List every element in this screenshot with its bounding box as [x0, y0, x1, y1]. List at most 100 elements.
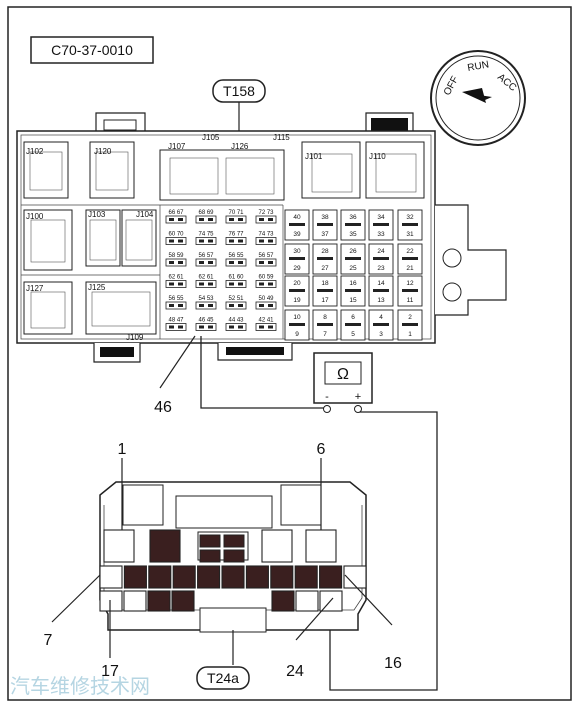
fuse-blade	[238, 304, 243, 307]
fuse-blade	[208, 239, 213, 243]
fuse-bar	[402, 257, 418, 260]
fuse-number: 9	[295, 331, 299, 338]
fuse-pair	[195, 280, 217, 288]
fuse-bar	[289, 289, 305, 292]
pin-callout-16: 16	[384, 655, 402, 672]
connector-pin	[123, 590, 147, 612]
pin-callout-7: 7	[44, 632, 53, 649]
ignition-switch-icon	[430, 50, 526, 146]
fuse-pair-label: 68 69	[198, 210, 214, 216]
fuse-pair-label: 54 53	[198, 296, 214, 302]
fuse-number: 11	[407, 297, 414, 304]
fuse-bar	[402, 323, 418, 326]
relay-j127	[23, 281, 73, 335]
relay-label-j109: J109	[126, 333, 144, 342]
fuse-blade	[169, 325, 174, 329]
fuse-pair	[165, 258, 187, 267]
fuse-pair-label: 61 60	[228, 275, 244, 281]
outer-frame	[7, 6, 572, 701]
fuse-blade	[178, 325, 183, 329]
fuse-number: 2	[408, 314, 412, 321]
connector-pin	[147, 590, 171, 612]
connector-pin	[343, 565, 367, 589]
fuse-pair-label: 74 73	[258, 232, 274, 238]
fuse-pair-label: 52 51	[228, 296, 244, 302]
fuse-blade	[259, 261, 264, 264]
figure-code-box	[30, 36, 154, 64]
fuse-pair-label: 72 73	[258, 210, 274, 216]
fuse-blade	[268, 282, 273, 286]
fuse-pair	[195, 323, 217, 331]
connector-pin	[223, 534, 245, 548]
relay-j110	[365, 141, 425, 199]
connector-pin	[103, 529, 135, 563]
fuse-number: 40	[293, 214, 301, 221]
fuse-blade	[259, 325, 264, 329]
fuse-number: 15	[349, 297, 357, 304]
fuse-number: 4	[379, 314, 383, 321]
fuse-number: 37	[321, 231, 329, 238]
fuse-bar	[289, 223, 305, 226]
fuse-blade	[238, 282, 243, 286]
fuse-blade	[268, 239, 273, 243]
connector-pin	[221, 565, 245, 589]
fuse-pair	[225, 258, 247, 267]
fuse-blade	[199, 325, 204, 329]
fuse-blade	[169, 239, 174, 243]
fuse-number: 14	[377, 280, 385, 287]
fuse-blade	[229, 261, 234, 264]
fuse-number: 16	[349, 280, 357, 287]
relay-label-j115: J115	[273, 133, 290, 142]
fuse-blade	[268, 325, 273, 329]
fuse-pair	[225, 323, 247, 331]
fuse-pin-label: 46	[154, 399, 172, 416]
fuse-number: 5	[351, 331, 355, 338]
fuse-number: 29	[293, 265, 301, 272]
connector-pin	[245, 565, 269, 589]
fuse-bar	[373, 223, 389, 226]
fuse-blade	[208, 218, 213, 221]
fuse-bar	[373, 289, 389, 292]
relay-j125	[85, 281, 157, 335]
fuse-blade	[199, 261, 204, 264]
fuse-pair-label: 74 75	[198, 232, 214, 238]
fuse-blade	[178, 218, 183, 221]
fuse-number: 28	[321, 248, 329, 255]
fuse-pair	[165, 215, 187, 224]
fuse-number: 17	[321, 297, 329, 304]
relay-j101	[301, 141, 361, 199]
relay-label-j103: J103	[88, 210, 106, 219]
connector-pin	[199, 534, 221, 548]
fuse-bar	[373, 323, 389, 326]
connector-pin	[319, 565, 343, 589]
connector-label-box	[196, 666, 250, 690]
fuse-blade	[238, 218, 243, 221]
fuse-blade	[178, 261, 183, 264]
fuse-blade	[229, 325, 234, 329]
fuse-number: 36	[349, 214, 357, 221]
connector-pin	[197, 565, 221, 589]
relay-label-j120: J120	[94, 147, 112, 156]
fuse-pair-label: 76 77	[228, 232, 244, 238]
relay-j104	[121, 209, 157, 267]
fuse-number: 25	[349, 265, 357, 272]
fuse-pair	[165, 301, 187, 310]
fuse-blade	[208, 325, 213, 329]
relay-label-j101: J101	[305, 152, 323, 161]
connector-pin	[148, 565, 172, 589]
relay-label-j100: J100	[26, 212, 44, 221]
fuse-pair-label: 62 61	[198, 275, 214, 281]
connector-pin	[149, 529, 181, 563]
fuse-number: 33	[377, 231, 385, 238]
fuse-pair	[255, 258, 277, 267]
connector-label: T24a	[207, 670, 239, 686]
fuse-number: 23	[377, 265, 385, 272]
pin-callout-17: 17	[101, 663, 119, 680]
fuse-bar	[402, 223, 418, 226]
fuse-number: 6	[351, 314, 355, 321]
fuse-pair-label: 60 70	[168, 232, 184, 238]
ohmmeter	[313, 352, 373, 413]
fuse-blade	[178, 239, 183, 243]
fuse-pair	[165, 323, 187, 331]
